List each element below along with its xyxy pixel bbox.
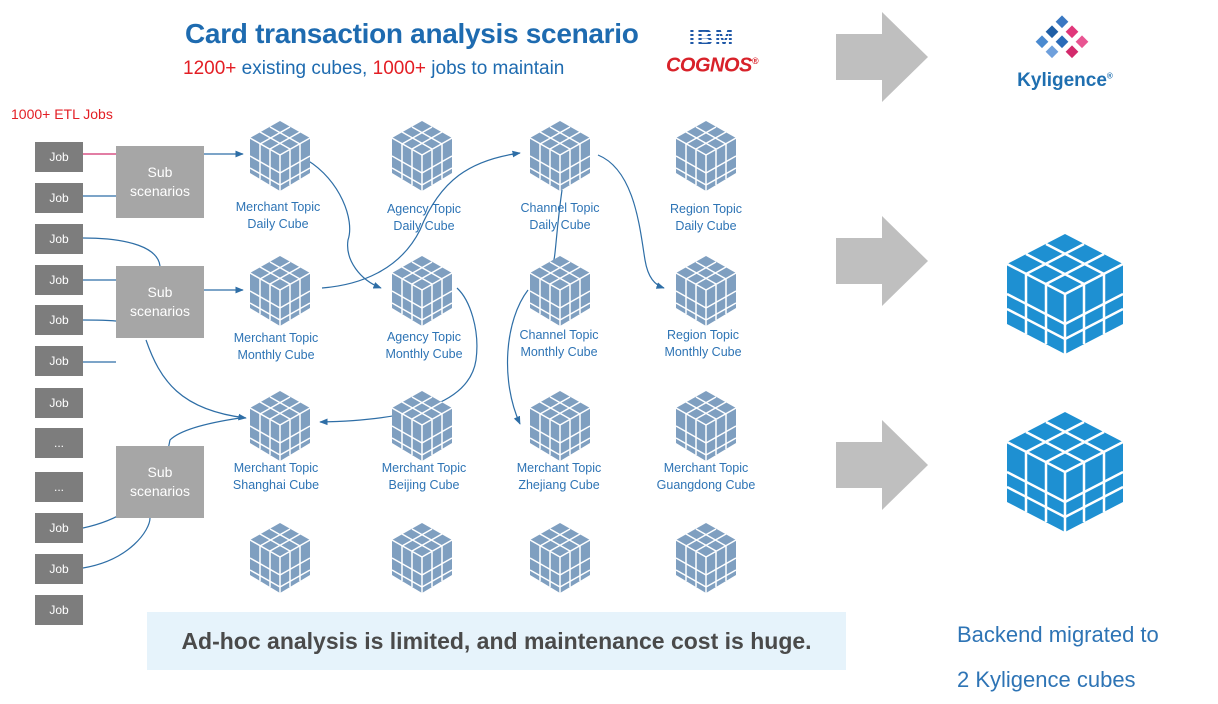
kyligence-logo-icon — [1035, 15, 1089, 59]
cognos-registered: ® — [751, 56, 759, 66]
cube-label-topic: Region Topic — [666, 328, 740, 342]
migration-arrow-icon — [836, 420, 928, 510]
cube-label-topic: Merchant Topic — [381, 461, 467, 475]
subtitle-text-1: existing cubes, — [236, 58, 373, 79]
cube-label-name: Daily Cube — [529, 218, 591, 232]
cube-label-name: Daily Cube — [393, 219, 455, 233]
etl-job: ... — [35, 428, 83, 458]
migration-arrow-icon — [836, 12, 928, 102]
cube-label-name: Monthly Cube — [237, 348, 315, 362]
olap-cube-icon — [529, 120, 591, 192]
olap-cube-icon — [391, 255, 453, 327]
olap-cube-icon — [391, 522, 453, 594]
migration-arrow-icon — [836, 216, 928, 306]
cube-label-name: Monthly Cube — [520, 345, 598, 359]
subtitle-text-2: jobs to maintain — [426, 58, 565, 79]
etl-job: Job — [35, 346, 83, 376]
sub-scenarios-box: Sub scenarios — [116, 446, 204, 518]
sub-scenarios-label: Sub scenarios — [130, 164, 190, 199]
etl-job: Job — [35, 224, 83, 254]
etl-job: Job — [35, 388, 83, 418]
summary-banner: Ad-hoc analysis is limited, and maintena… — [147, 612, 846, 670]
cube-label-topic: Merchant Topic — [235, 200, 321, 214]
olap-cube-icon — [529, 522, 591, 594]
olap-cube-icon — [675, 390, 737, 462]
kyligence-registered: ® — [1106, 71, 1113, 81]
cognos-text: COGNOS — [665, 54, 752, 77]
kyligence-text: Kyligence — [1017, 70, 1107, 91]
ibm-wordmark: IBM — [664, 26, 760, 50]
olap-cube-icon — [249, 120, 311, 192]
kyligence-cube-icon — [1005, 410, 1125, 534]
olap-cube-icon — [249, 390, 311, 462]
cube-label-name: Monthly Cube — [385, 347, 463, 361]
diagram-title: Card transaction analysis scenario — [185, 18, 639, 49]
cube-label-name: Monthly Cube — [664, 345, 742, 359]
olap-cube-icon — [529, 390, 591, 462]
sub-scenarios-box: Sub scenarios — [116, 146, 204, 218]
backend-line-2: 2 Kyligence cubes — [957, 667, 1136, 692]
cube-label-name: Daily Cube — [247, 217, 309, 231]
cube-label-name: Zhejiang Cube — [518, 478, 600, 492]
cognos-wordmark: COGNOS® — [664, 50, 760, 77]
backend-migration-note: Backend migrated to 2 Kyligence cubes — [957, 612, 1159, 702]
etl-job: Job — [35, 554, 83, 584]
etl-job: Job — [35, 513, 83, 543]
job-count: 1000+ — [372, 58, 426, 79]
diagram-subtitle: 1200+ existing cubes, 1000+ jobs to main… — [183, 58, 564, 80]
etl-job: Job — [35, 265, 83, 295]
cube-label-name: Shanghai Cube — [232, 478, 320, 492]
cube-label-topic: Merchant Topic — [233, 331, 319, 345]
olap-cube-icon — [249, 255, 311, 327]
cube-label-topic: Merchant Topic — [233, 461, 319, 475]
kyligence-cube-icon — [1005, 232, 1125, 356]
olap-cube-icon — [249, 522, 311, 594]
etl-job: ... — [35, 472, 83, 502]
cube-label-topic: Channel Topic — [520, 201, 600, 215]
backend-line-1: Backend migrated to — [957, 622, 1159, 647]
cube-label-topic: Agency Topic — [386, 202, 462, 216]
etl-job: Job — [35, 595, 83, 625]
cube-label-topic: Merchant Topic — [663, 461, 749, 475]
sub-scenarios-label: Sub scenarios — [130, 464, 190, 499]
etl-job: Job — [35, 183, 83, 213]
ibm-cognos-logo: IBM COGNOS® — [664, 26, 760, 77]
cube-label-name: Guangdong Cube — [656, 478, 756, 492]
cube-label-topic: Merchant Topic — [516, 461, 602, 475]
cube-label-topic: Agency Topic — [386, 330, 462, 344]
etl-jobs-label: 1000+ ETL Jobs — [11, 106, 113, 122]
olap-cube-icon — [391, 390, 453, 462]
cube-label-name: Daily Cube — [675, 219, 737, 233]
cube-label-topic: Region Topic — [669, 202, 743, 216]
cube-label-name: Beijing Cube — [388, 478, 460, 492]
kyligence-wordmark: Kyligence® — [1000, 70, 1130, 92]
olap-cube-icon — [391, 120, 453, 192]
etl-job: Job — [35, 305, 83, 335]
olap-cube-icon — [675, 255, 737, 327]
olap-cube-icon — [675, 522, 737, 594]
cube-count: 1200+ — [183, 58, 237, 79]
sub-scenarios-box: Sub scenarios — [116, 266, 204, 338]
etl-job: Job — [35, 142, 83, 172]
cube-label-topic: Channel Topic — [519, 328, 599, 342]
olap-cube-icon — [675, 120, 737, 192]
sub-scenarios-label: Sub scenarios — [130, 284, 190, 319]
olap-cube-icon — [529, 255, 591, 327]
